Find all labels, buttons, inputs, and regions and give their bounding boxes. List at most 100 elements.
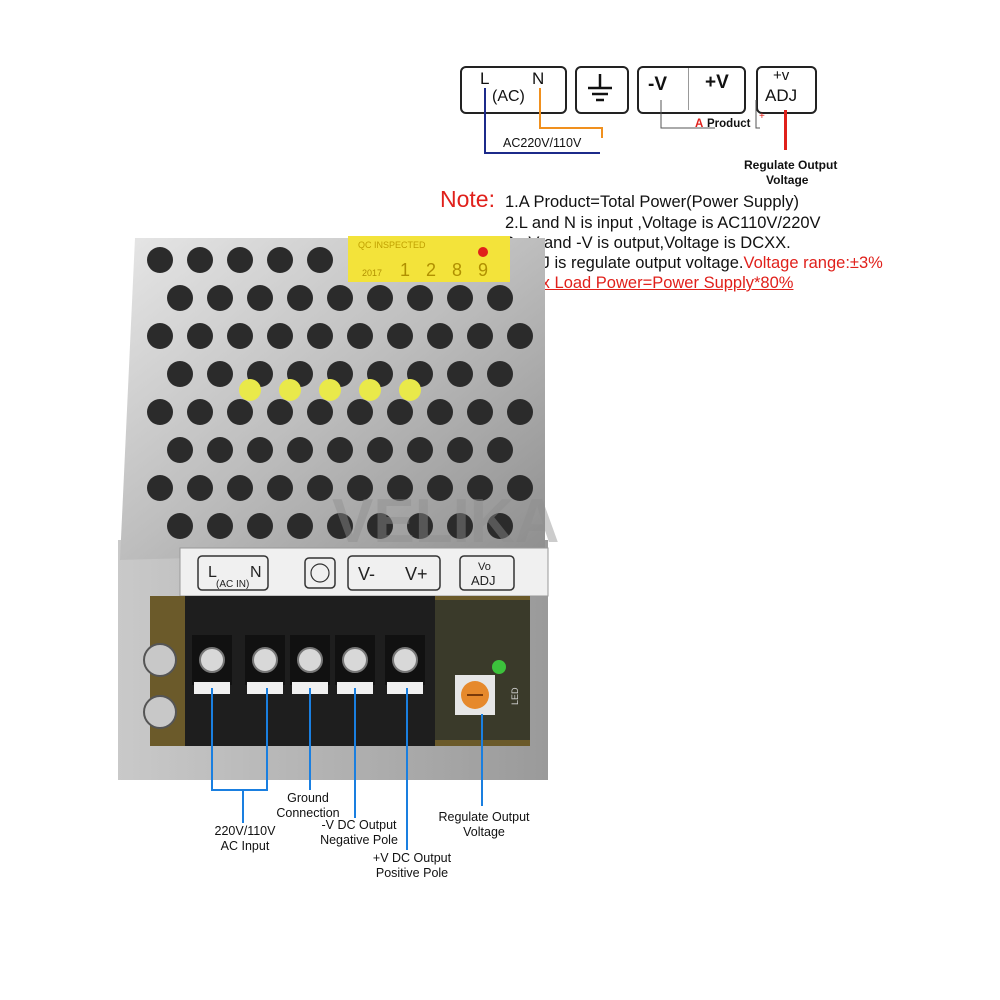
callout-positive-1: +V DC Output (372, 851, 452, 865)
vent-hole (367, 285, 393, 311)
terminal-plate (387, 682, 423, 694)
ground-icon (588, 74, 612, 102)
note-line-4-main: 4.ADJ is regulate output voltage. (505, 254, 744, 272)
note-title: Note: (440, 186, 495, 212)
callout-negative-2: Negative Pole (320, 833, 398, 847)
vent-hole (227, 399, 253, 425)
vent-hole (227, 247, 253, 273)
vent-hole (387, 323, 413, 349)
ac-terminal-box (460, 66, 567, 114)
vent-hole (267, 247, 293, 273)
plate-acin: (AC IN) (216, 579, 249, 590)
terminal-screw (252, 647, 278, 673)
plate-l: L (208, 564, 217, 581)
vent-hole (227, 475, 253, 501)
qc-red-dot (478, 247, 488, 257)
callout-ground-1: Ground (287, 791, 329, 805)
note-line-5: 5.Max Load Power=Power Supply*80% (505, 274, 794, 292)
vent-hole (447, 285, 473, 311)
vent-hole (307, 399, 333, 425)
note-line-1: 1.A Product=Total Power(Power Supply) (505, 193, 799, 211)
vent-hole (167, 437, 193, 463)
callout-line-ac-drop (242, 790, 244, 823)
note-line-3: 3.+V and -V is output,Voltage is DCXX. (505, 234, 791, 252)
qc-label: QC INSPECTED (358, 240, 426, 250)
callout-negative-1: -V DC Output (321, 818, 397, 832)
vent-hole (427, 475, 453, 501)
vent-hole (447, 513, 473, 539)
vent-hole (487, 437, 513, 463)
vent-hole (367, 437, 393, 463)
vent-hole (387, 399, 413, 425)
ac-n-label: N (532, 69, 545, 88)
vent-hole (167, 513, 193, 539)
vent-hole (147, 247, 173, 273)
vent-hole (167, 285, 193, 311)
callout-regulate-2: Voltage (463, 825, 505, 839)
vent-hole (407, 437, 433, 463)
terminal-screw (297, 647, 323, 673)
note-line-4-red: Voltage range:±3% (743, 254, 883, 272)
dc-pos-label: +V (705, 72, 729, 93)
callout-line-ac-join (211, 789, 268, 791)
vent-hole (467, 475, 493, 501)
terminal-plate (247, 682, 283, 694)
adj-caption-1: Regulate Output (744, 158, 838, 172)
callout-positive-2: Positive Pole (375, 866, 449, 880)
vent-hole (247, 513, 273, 539)
watermark-text: VELIKA (332, 487, 559, 556)
vent-hole (467, 323, 493, 349)
ac-wires (484, 88, 603, 154)
dc-product-plus: + (759, 111, 765, 122)
note-line-4: 4.ADJ is regulate output voltage.Voltage… (505, 254, 883, 273)
callout-line-n (266, 688, 268, 790)
vent-hole (167, 361, 193, 387)
vent-hole (507, 323, 533, 349)
vent-hole (227, 323, 253, 349)
led-indicator (492, 660, 506, 674)
callout-regulate: Regulate Output Voltage (430, 810, 538, 840)
note-line-2: 2.L and N is input ,Voltage is AC110V/22… (505, 214, 821, 232)
terminal-screw (392, 647, 418, 673)
qc-digit-1: 1 (400, 260, 410, 280)
vent-hole (347, 399, 373, 425)
vent-hole (387, 475, 413, 501)
callout-ac-input: 220V/110V AC Input (205, 824, 285, 854)
vent-hole (247, 285, 273, 311)
plate-vneg: V- (358, 564, 375, 584)
terminal-screw (199, 647, 225, 673)
dc-terminal-box (637, 66, 746, 114)
vent-hole (447, 361, 473, 387)
dc-product-prefix: A (695, 118, 704, 130)
vent-hole (327, 513, 353, 539)
vent-hole (187, 475, 213, 501)
qc-digit-4: 9 (478, 260, 488, 280)
vent-hole (407, 285, 433, 311)
ac-l-label: L (480, 69, 490, 88)
mounting-screw-1 (143, 643, 177, 677)
adj-red-line (784, 110, 787, 150)
plate-vo: Vo (478, 561, 491, 573)
callout-line-l (211, 688, 213, 790)
vent-hole (347, 323, 373, 349)
vent-hole (487, 361, 513, 387)
vent-hole (187, 247, 213, 273)
vent-hole (447, 437, 473, 463)
vent-hole (287, 437, 313, 463)
vent-hole (147, 323, 173, 349)
vent-hole (207, 361, 233, 387)
vent-hole (427, 399, 453, 425)
vent-hole (147, 475, 173, 501)
callout-negative: -V DC Output Negative Pole (310, 818, 408, 848)
callout-line-neg (354, 688, 356, 818)
vent-hole (287, 285, 313, 311)
qc-year: 2017 (362, 268, 382, 278)
plate-vpos: V+ (405, 564, 428, 584)
power-supply-photo: QC INSPECTED 2017 1 2 8 9 VELIKA ® L N (… (118, 236, 559, 780)
vent-hole (207, 285, 233, 311)
vent-hole (327, 437, 353, 463)
vent-hole (367, 513, 393, 539)
ground-terminal-box (575, 66, 629, 114)
vent-hole (507, 475, 533, 501)
vent-hole (467, 399, 493, 425)
